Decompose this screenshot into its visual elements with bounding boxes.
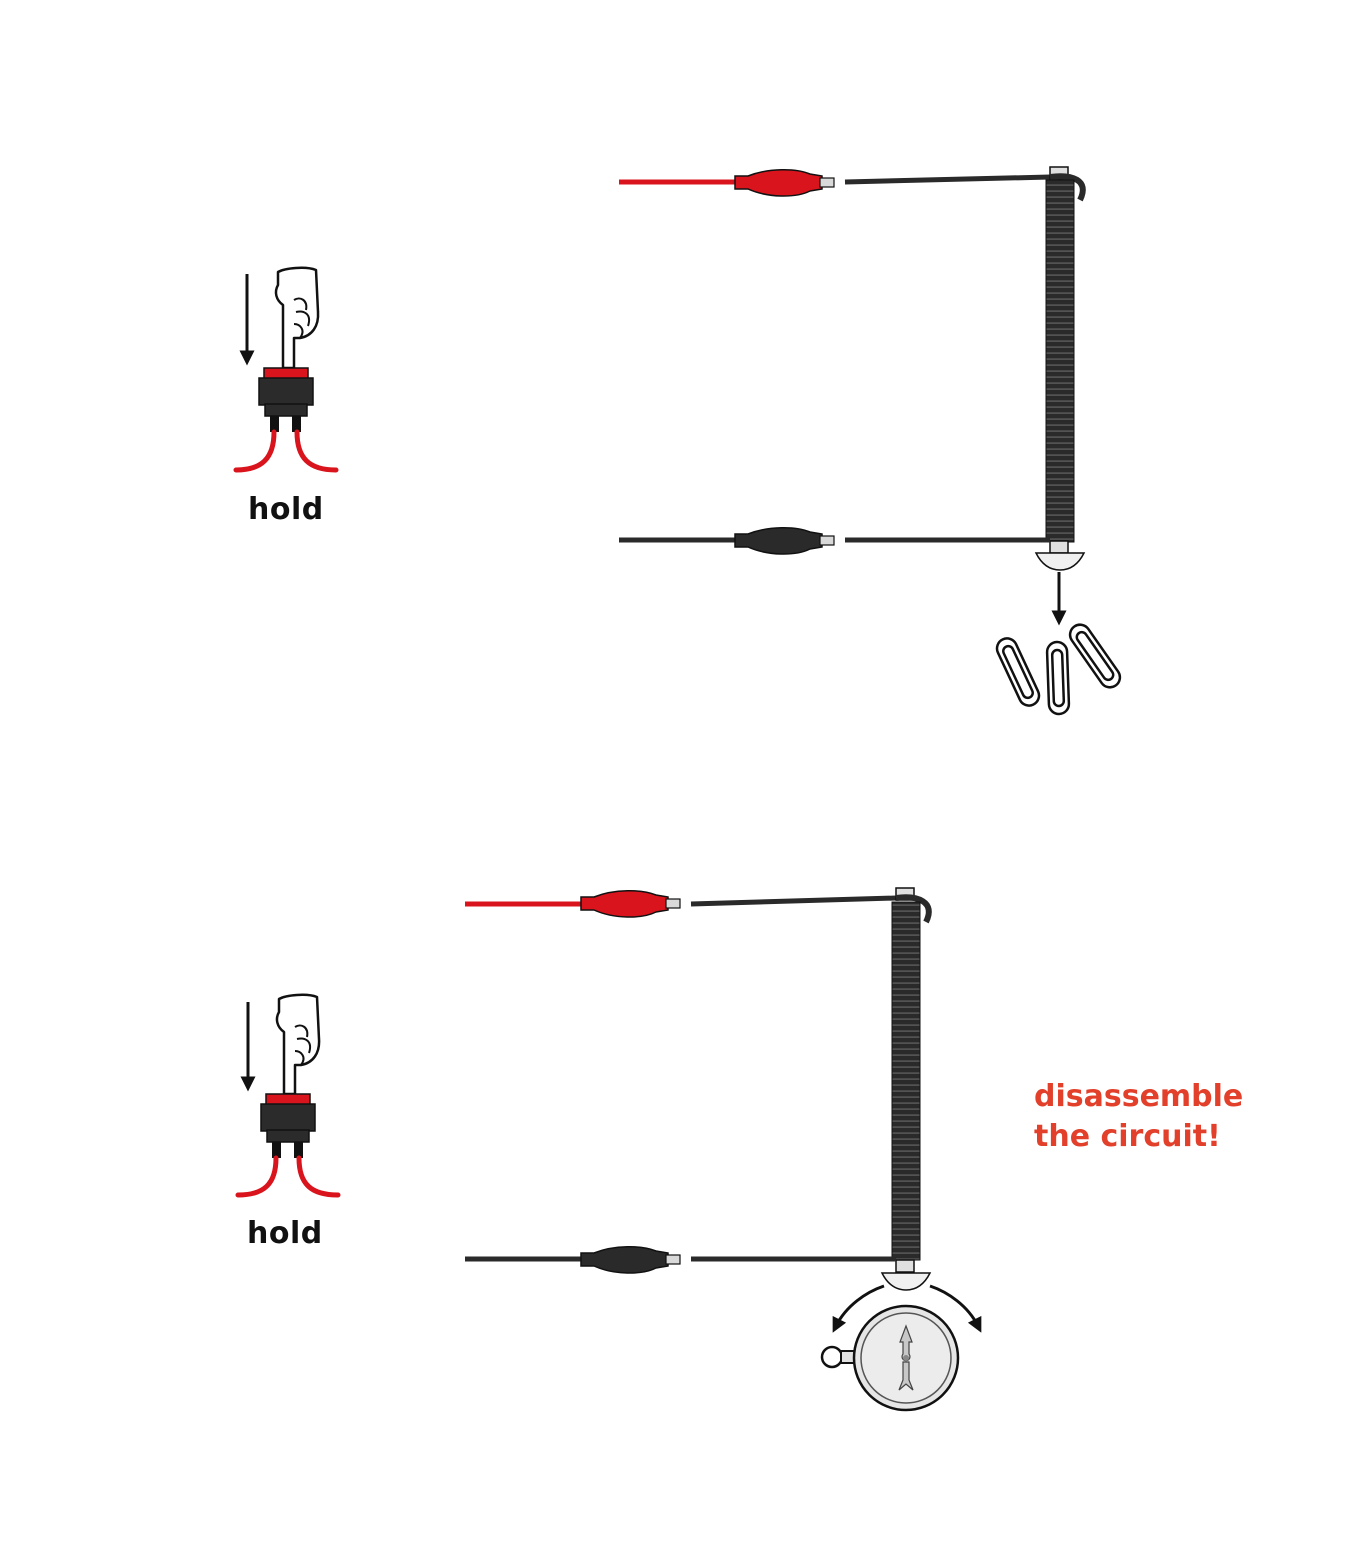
black-clip (580, 1245, 669, 1274)
red-lead (619, 168, 1051, 197)
warning-note-line-2: the circuit! (1034, 1119, 1221, 1154)
red-lead (465, 889, 897, 918)
hold-label-bottom: hold (247, 1216, 323, 1251)
panel-top (233, 166, 1122, 716)
panel-bottom (235, 887, 982, 1412)
black-clip (734, 526, 823, 555)
paperclips-icon (995, 623, 1122, 716)
switch-body (258, 377, 314, 406)
deflect-right-arrow-icon (929, 1284, 982, 1333)
nail-tip (1034, 552, 1086, 571)
warning-note-line-1: disassemble (1034, 1079, 1244, 1114)
pointing-hand-icon (274, 266, 320, 370)
electromagnet-coil (880, 887, 932, 1291)
black-lead (465, 1245, 896, 1274)
push-switch (235, 993, 341, 1198)
nail-tip (880, 1272, 932, 1291)
push-switch (233, 266, 339, 473)
switch-lead-left (235, 1155, 279, 1198)
hold-label-top: hold (248, 492, 324, 527)
deflect-left-arrow-icon (832, 1284, 885, 1333)
switch-lead-right (294, 429, 339, 473)
switch-lead-left (233, 429, 277, 473)
electromagnet-coil (1034, 166, 1086, 571)
black-lead (619, 526, 1050, 555)
switch-lead-right (296, 1155, 341, 1198)
pointing-hand-icon (275, 993, 321, 1096)
red-clip (580, 889, 669, 918)
warning-note: disassemble the circuit! (1034, 1077, 1243, 1157)
switch-body (260, 1103, 316, 1132)
red-clip (734, 168, 823, 197)
compass-icon (820, 1304, 960, 1412)
